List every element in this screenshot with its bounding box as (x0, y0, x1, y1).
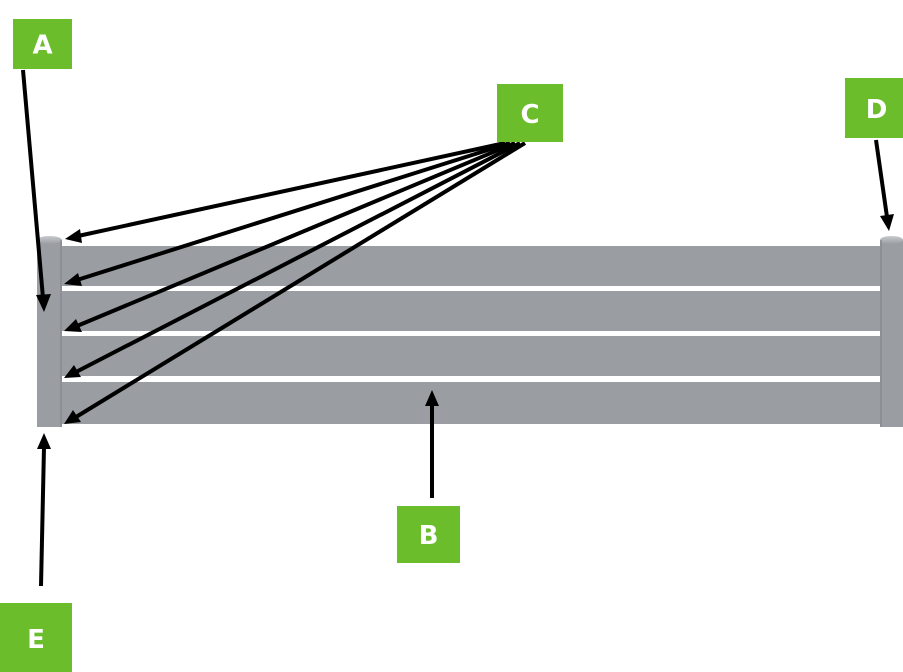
label-d: D (845, 78, 903, 138)
arrow-c-1 (65, 141, 506, 243)
label-a-text: A (32, 31, 52, 61)
right-post (880, 236, 903, 427)
fence-board-3 (62, 336, 880, 376)
fence-board-1 (62, 246, 880, 286)
label-b: B (397, 506, 460, 563)
label-d-text: D (866, 95, 888, 125)
arrow-d (874, 139, 894, 231)
fence-board-2 (62, 291, 880, 331)
arrow-b (425, 390, 439, 498)
label-e: E (0, 603, 72, 672)
label-c: C (497, 84, 563, 142)
arrow-c-2 (64, 141, 511, 286)
arrow-c-3 (64, 141, 516, 332)
label-a: A (13, 19, 72, 69)
arrow-c-5 (64, 141, 527, 424)
left-post-cap (37, 236, 62, 244)
label-c-text: C (520, 100, 539, 130)
fence-board-4 (62, 382, 880, 424)
arrow-a (21, 69, 51, 312)
arrow-e (37, 433, 51, 587)
fence-panel (62, 246, 880, 424)
label-b-text: B (419, 521, 439, 551)
label-e-text: E (27, 625, 45, 655)
arrows (21, 69, 894, 587)
right-post-cap (880, 236, 903, 244)
arrow-c-4 (64, 141, 521, 378)
